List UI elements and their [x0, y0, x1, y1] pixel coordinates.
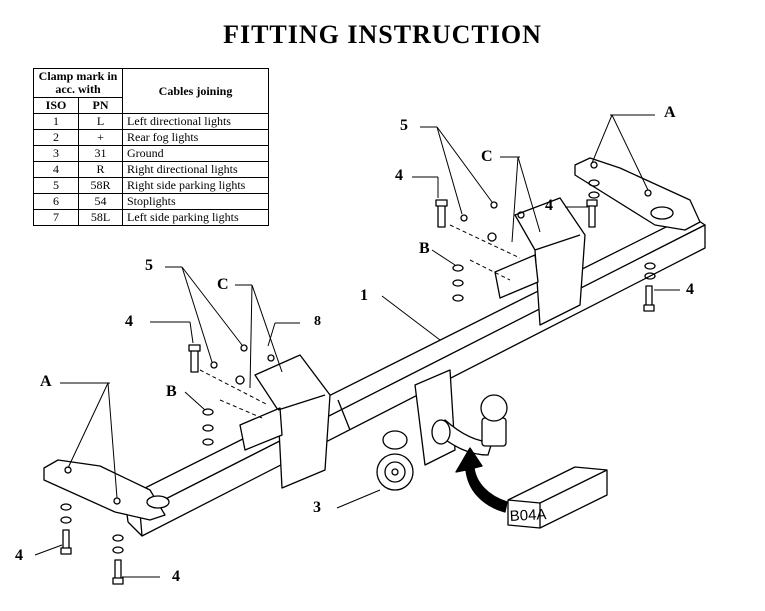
callout-1: 1: [360, 287, 368, 304]
right-clamp-plates: [494, 197, 586, 326]
pn-cell: 54: [78, 193, 123, 210]
cable-joining-table: Clamp mark in acc. with Cables joining I…: [33, 68, 269, 226]
ball-code-label: B04A: [509, 506, 547, 525]
left-clamp-plates: [239, 354, 331, 489]
callout-5-left: 5: [145, 257, 153, 274]
cable-cell: Stoplights: [122, 193, 269, 210]
cable-cell: Right directional lights: [122, 161, 269, 178]
callout-a-left: A: [40, 373, 52, 390]
tow-ball: [431, 394, 508, 456]
callout-b-right: B: [419, 240, 430, 257]
callout-a-right: A: [664, 104, 676, 121]
callout-8: 8: [314, 314, 321, 329]
pn-cell: 58L: [78, 209, 123, 226]
assembly-guides: [199, 224, 521, 419]
callout-4-left: 4: [125, 313, 133, 330]
callout-4-bottom-left: 4: [15, 547, 23, 564]
cable-cell: Left side parking lights: [122, 209, 269, 226]
callout-4-right-bottom: 4: [686, 281, 694, 298]
callout-c-left: C: [217, 276, 229, 293]
leader-lines: [34, 114, 680, 578]
callout-5-right: 5: [400, 117, 408, 134]
curved-arrow-icon: [455, 447, 508, 513]
callout-4-upper: 4: [395, 167, 403, 184]
pn-cell: 31: [78, 145, 123, 162]
callout-4-right-top: 4: [545, 197, 553, 214]
bolt-group: [60, 199, 655, 585]
callout-b-left: B: [166, 383, 177, 400]
left-side-bracket: [43, 459, 170, 521]
electrical-socket: [376, 453, 414, 491]
callout-c-right: C: [481, 148, 493, 165]
pn-cell: 58R: [78, 177, 123, 194]
page-title: FITTING INSTRUCTION: [223, 20, 542, 49]
washer-stacks: [60, 179, 656, 554]
callout-3: 3: [313, 499, 321, 516]
cables-joining-header: Cables joining: [122, 68, 269, 114]
towbar-crossbar: [124, 214, 706, 537]
clamp-mark-header: Clamp mark in acc. with: [33, 68, 123, 98]
pn-header: PN: [78, 97, 123, 114]
right-side-bracket: [574, 157, 701, 231]
ball-code-box: [507, 466, 608, 529]
cable-cell: Right side parking lights: [122, 177, 269, 194]
callout-4-bottom: 4: [172, 568, 180, 585]
